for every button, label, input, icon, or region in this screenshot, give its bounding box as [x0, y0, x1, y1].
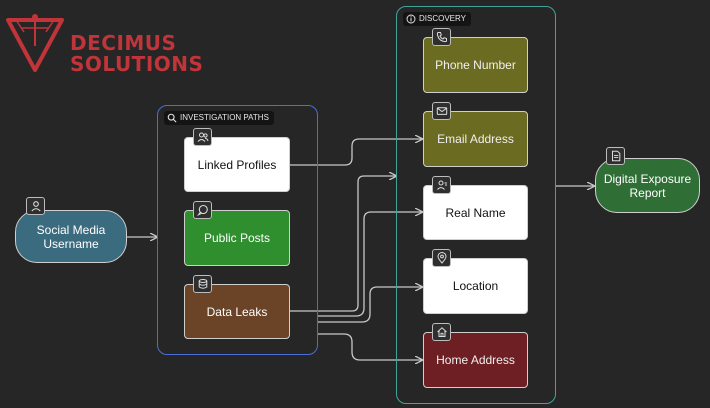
node-home-address[interactable]: Home Address — [423, 323, 528, 388]
brand-name: DECIMUS SOLUTIONS — [70, 33, 203, 75]
logo-mark-icon — [6, 14, 64, 72]
node-location[interactable]: Location — [423, 249, 528, 314]
document-icon — [606, 147, 625, 165]
home-icon — [432, 323, 451, 341]
phone-icon — [432, 28, 451, 46]
node-home-address-label: Home Address — [436, 353, 515, 367]
investigation-paths-group: INVESTIGATION PATHS — [157, 105, 318, 355]
node-real-name[interactable]: Real Name — [423, 176, 528, 240]
node-linked-profiles-label: Linked Profiles — [197, 157, 277, 172]
node-public-posts[interactable]: Public Posts — [184, 201, 290, 266]
map-pin-icon — [432, 249, 451, 267]
node-phone-number[interactable]: Phone Number — [423, 28, 528, 93]
user-icon — [26, 197, 45, 215]
user-card-icon — [432, 176, 451, 194]
brand-name-line2: SOLUTIONS — [70, 52, 204, 76]
investigation-paths-label: INVESTIGATION PATHS — [164, 111, 274, 125]
brand-name-line1: DECIMUS — [70, 31, 177, 55]
node-phone-number-label: Phone Number — [435, 58, 516, 72]
info-icon — [406, 14, 416, 24]
investigation-paths-label-text: INVESTIGATION PATHS — [180, 113, 269, 122]
node-digital-exposure-report[interactable]: Digital Exposure Report — [595, 147, 700, 213]
node-real-name-label: Real Name — [445, 205, 506, 220]
node-email-address-label: Email Address — [437, 132, 514, 146]
node-location-label: Location — [452, 279, 499, 293]
node-linked-profiles[interactable]: Linked Profiles — [184, 128, 290, 192]
chat-bubble-icon — [193, 201, 212, 219]
discovery-label: DISCOVERY — [403, 12, 471, 26]
node-digital-exposure-report-label: Digital Exposure Report — [603, 171, 692, 200]
mail-icon — [432, 102, 451, 120]
node-social-media-username[interactable]: Social Media Username — [15, 197, 127, 263]
brand-logo: DECIMUS SOLUTIONS — [4, 12, 234, 78]
node-social-media-username-label: Social Media Username — [36, 222, 106, 251]
node-public-posts-label: Public Posts — [203, 231, 271, 245]
discovery-label-text: DISCOVERY — [419, 14, 466, 23]
node-email-address[interactable]: Email Address — [423, 102, 528, 167]
search-icon — [167, 113, 177, 123]
database-icon — [193, 275, 212, 293]
discovery-group: DISCOVERY — [396, 6, 556, 404]
node-data-leaks[interactable]: Data Leaks — [184, 275, 290, 339]
users-icon — [193, 128, 212, 146]
node-data-leaks-label: Data Leaks — [206, 304, 268, 319]
